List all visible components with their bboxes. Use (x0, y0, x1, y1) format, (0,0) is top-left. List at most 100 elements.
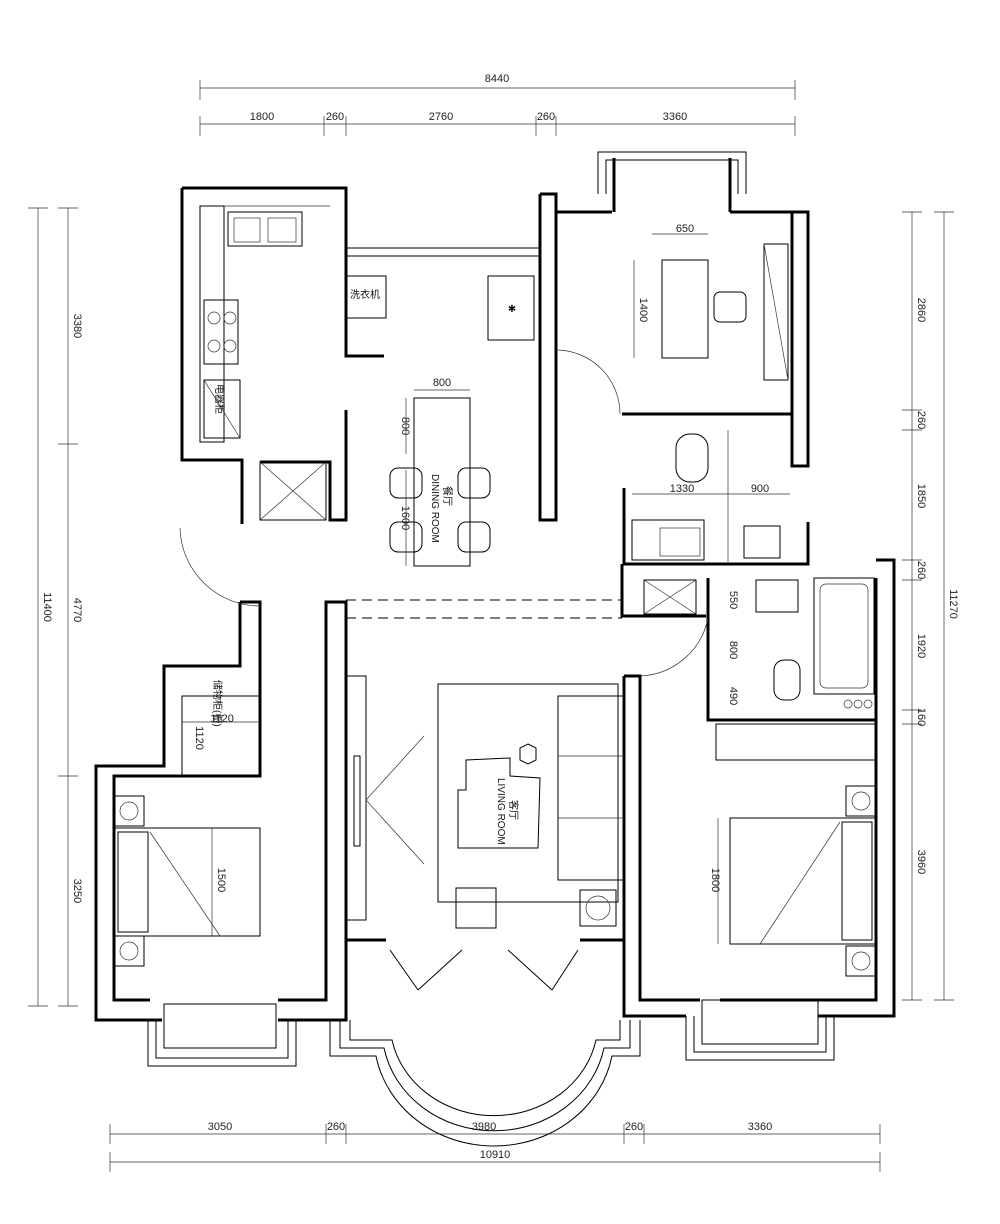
chair-icon (713, 291, 747, 323)
dim-top-4: 260 (537, 111, 555, 123)
dim-bath2-a: 550 (727, 591, 739, 609)
dim-top-2: 260 (326, 111, 344, 123)
closet (181, 695, 261, 777)
appliance-cabinet-icon (203, 379, 241, 439)
toilet-icon (675, 433, 709, 483)
desk (661, 259, 709, 359)
bay-window-study (597, 151, 747, 194)
chair-icon (457, 467, 491, 499)
appliance-cabinet-label: 电器柜 (213, 384, 226, 414)
kitchen: 电器柜 (199, 205, 330, 521)
dining-room-label-cn: 餐厅 (441, 486, 454, 506)
nightstand (113, 935, 145, 967)
dim-bottom-1: 3050 (208, 1121, 232, 1133)
dim-closet-width: 1120 (210, 713, 234, 725)
corridor-beam (179, 527, 622, 619)
window-top-corridor (346, 247, 540, 257)
living-balcony-doors (389, 949, 579, 991)
dim-bottom-5: 3360 (748, 1121, 772, 1133)
closet-label: 储物柜(橱) (211, 680, 224, 727)
dim-closet-height: 1120 (193, 726, 205, 750)
dim-top-3: 2760 (429, 111, 453, 123)
dim-left-2: 4770 (71, 598, 83, 622)
sink-icon (227, 211, 303, 247)
dim-bottom-4: 260 (625, 1121, 643, 1133)
dimension-left (28, 207, 78, 1007)
bathroom-upper (631, 430, 790, 562)
side-table (579, 889, 617, 927)
living-room (345, 675, 625, 929)
nightstand (845, 785, 877, 817)
dim-table-width: 800 (433, 377, 451, 389)
dim-right-4: 260 (915, 561, 927, 579)
bathtub (813, 577, 875, 695)
ottoman (455, 887, 497, 929)
living-room-label-cn: 客厅 (507, 800, 520, 820)
washer-label: 洗衣机 (350, 288, 380, 301)
dim-left-1: 3380 (71, 314, 83, 338)
bay-window-right (685, 999, 835, 1061)
dining-room (389, 389, 491, 567)
toilet-icon (773, 659, 801, 701)
fridge-snowflake: ✱ (508, 304, 516, 315)
dim-overall-top: 8440 (485, 73, 509, 85)
chair-icon (457, 521, 491, 553)
dim-right-3: 1850 (915, 484, 927, 508)
dim-table-side: 800 (399, 417, 411, 435)
basin-icon (755, 579, 799, 613)
dim-right-total: 11270 (947, 589, 959, 619)
nightstand (845, 945, 877, 977)
dim-right-6: 160 (915, 708, 927, 726)
dim-desk-length: 1400 (637, 298, 649, 322)
bay-window-living (329, 1020, 641, 1147)
living-room-label: LIVING ROOM (495, 778, 506, 845)
dim-desk-width: 650 (676, 223, 694, 235)
bookshelf (763, 243, 789, 381)
pillows (841, 821, 873, 941)
bedroom-right (717, 785, 877, 977)
side-stool (519, 743, 537, 765)
bedroom-left (113, 695, 261, 967)
dim-right-1: 2860 (915, 298, 927, 322)
dining-room-label: DINING ROOM (429, 474, 440, 543)
sofa (557, 695, 625, 881)
dim-left-3: 3250 (71, 879, 83, 903)
dim-right-5: 1920 (915, 634, 927, 658)
dim-overall-bottom: 10910 (480, 1149, 511, 1161)
dim-bottom-2: 260 (327, 1121, 345, 1133)
bay-window-left (147, 1003, 297, 1067)
stove-icon (203, 299, 239, 365)
dimension-top (199, 80, 796, 136)
dim-top-5: 3360 (663, 111, 687, 123)
dim-bath-right: 900 (751, 483, 769, 495)
dim-bed-right: 1800 (709, 868, 721, 892)
coffee-table (457, 757, 541, 849)
washer-icon (345, 275, 387, 319)
dim-top-1: 1800 (250, 111, 274, 123)
dim-right-7: 3960 (915, 850, 927, 874)
tv (353, 755, 361, 847)
basin-icon (743, 525, 781, 559)
bathroom-lower (639, 577, 877, 761)
dining-table (413, 397, 471, 567)
dimension-bottom (109, 1124, 881, 1172)
laundry: 洗衣机 ✱ (345, 275, 535, 341)
pillows (117, 831, 149, 933)
study (555, 233, 789, 415)
nightstand (113, 795, 145, 827)
tv-cabinet (345, 675, 367, 921)
dim-bath2-b: 800 (727, 641, 739, 659)
dimension-right (902, 211, 954, 1001)
bed (729, 817, 877, 945)
dim-bed-left: 1500 (215, 868, 227, 892)
fridge-icon (487, 275, 535, 341)
dim-bath-left: 1330 (670, 483, 694, 495)
dim-table-length: 1600 (399, 506, 411, 530)
rug (437, 683, 619, 903)
vanity (631, 519, 705, 561)
dim-right-2: 260 (915, 411, 927, 429)
wardrobe-right (715, 723, 877, 761)
dim-bath2-c: 490 (727, 687, 739, 705)
dim-left-total: 11400 (41, 592, 53, 622)
